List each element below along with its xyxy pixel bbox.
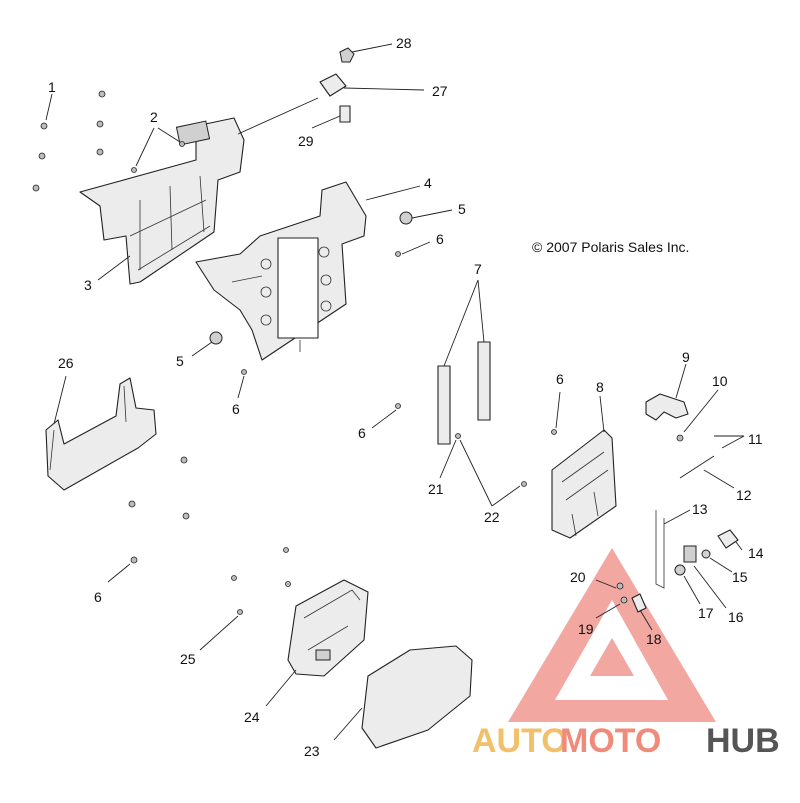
callout-19: 19 (578, 621, 594, 637)
callout-21: 21 (428, 481, 444, 497)
copyright-text: © 2007 Polaris Sales Inc. (532, 239, 689, 255)
callout-20: 20 (570, 569, 586, 585)
part-23-cushion (361, 645, 473, 749)
callout-6e: 6 (94, 589, 102, 605)
callout-26: 26 (58, 355, 74, 371)
part-7-rails (437, 341, 491, 445)
part-28-nut (339, 47, 355, 63)
part-24-cover (287, 579, 369, 677)
callout-16: 16 (728, 609, 744, 625)
watermark-triangle-inner (590, 638, 634, 676)
callout-23: 23 (304, 743, 320, 759)
callout-24: 24 (244, 709, 260, 725)
part-18-link (631, 593, 647, 613)
watermark-logo: AUTO MOTO HUB (472, 548, 780, 760)
callout-28: 28 (396, 35, 412, 51)
callout-5a: 5 (458, 201, 466, 217)
part-8-bracket (551, 429, 617, 539)
callout-13: 13 (692, 501, 708, 517)
callout-11: 11 (748, 431, 763, 447)
callout-6b: 6 (232, 401, 240, 417)
callout-25: 25 (180, 651, 196, 667)
callout-22: 22 (484, 509, 500, 525)
callout-12: 12 (736, 487, 752, 503)
callout-6d: 6 (556, 371, 564, 387)
callout-7: 7 (474, 261, 482, 277)
part-9-clip (645, 393, 689, 421)
watermark-triangle (508, 548, 716, 722)
watermark-text-hub: HUB (706, 722, 780, 760)
part-12-pin (679, 455, 715, 479)
fasteners (32, 90, 711, 615)
part-14-latch (717, 529, 739, 549)
callout-5b: 5 (176, 353, 184, 369)
callout-9: 9 (682, 349, 690, 365)
part-27-strap (319, 73, 347, 97)
callout-3: 3 (84, 277, 92, 293)
callout-29: 29 (298, 133, 314, 149)
callout-10: 10 (712, 373, 728, 389)
watermark-text-moto: MOTO (560, 722, 661, 760)
part-26-guard (45, 377, 157, 491)
callout-1: 1 (48, 79, 56, 95)
part-16-plate (683, 545, 697, 563)
part-13-rod (655, 510, 665, 589)
callout-labels: 1 2 3 4 5 5 6 6 6 6 6 7 8 9 10 11 12 13 … (48, 35, 764, 759)
leader-lines (45, 43, 745, 741)
part-4-main-frame (195, 181, 367, 361)
callout-27: 27 (432, 83, 448, 99)
callout-18: 18 (646, 631, 662, 647)
callout-6a: 6 (436, 231, 444, 247)
callout-8: 8 (596, 379, 604, 395)
part-3-rear-panel (79, 117, 245, 285)
callout-4: 4 (424, 175, 432, 191)
callout-17: 17 (698, 605, 714, 621)
callout-14: 14 (748, 545, 764, 561)
callout-2: 2 (150, 109, 158, 125)
callout-15: 15 (732, 569, 748, 585)
part-29-stud (339, 105, 351, 123)
callout-6c: 6 (358, 425, 366, 441)
watermark-text-auto: AUTO (472, 722, 568, 760)
